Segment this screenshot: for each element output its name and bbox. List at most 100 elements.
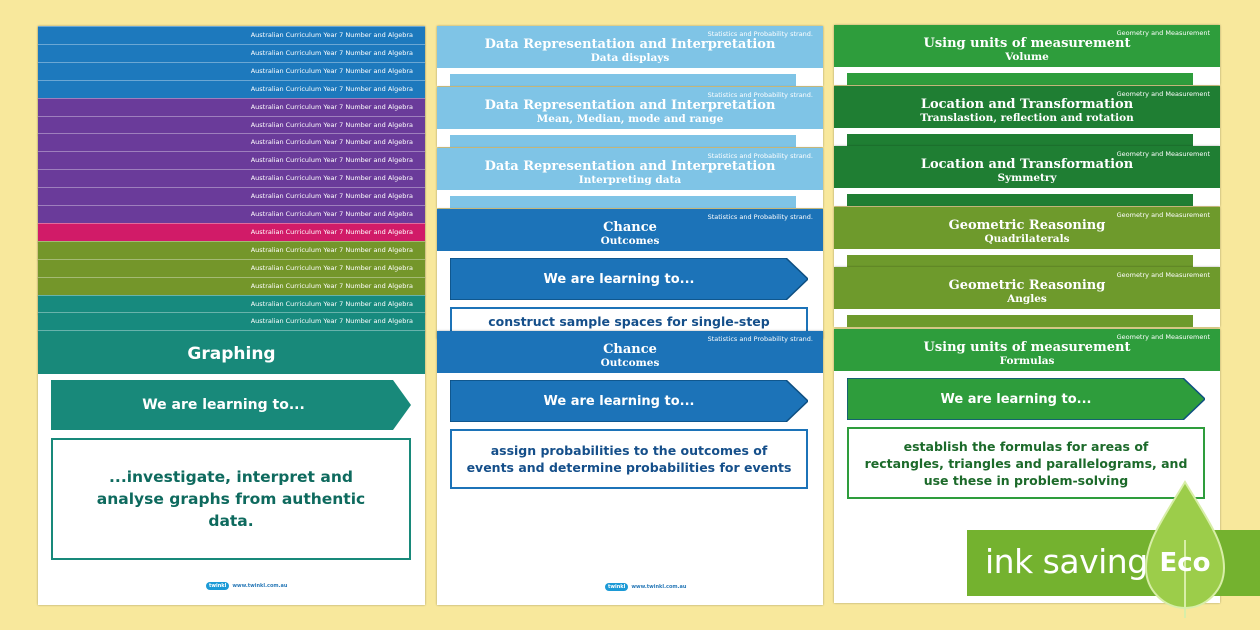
poster-card[interactable]: Statistics and Probability strand. Chance… (437, 331, 823, 605)
poster-strip[interactable]: Australian Curriculum Year 7 Number and … (38, 240, 425, 260)
arrow-peek (847, 134, 1193, 146)
curriculum-tag: Australian Curriculum Year 7 Number and … (250, 66, 413, 75)
learning-arrow-label: We are learning to... (543, 393, 695, 409)
objective-text: assign probabilities to the outcomes of … (450, 429, 808, 489)
learning-arrow (847, 378, 1205, 420)
poster-card[interactable]: Statistics and Probability strand. Chance… (437, 209, 823, 347)
curriculum-tag: Australian Curriculum Year 7 Number and … (250, 174, 413, 183)
eco-leaf-icon (1144, 480, 1226, 618)
curriculum-tag: Australian Curriculum Year 7 Number and … (250, 317, 413, 326)
card-title: Geometric Reasoning (948, 278, 1106, 293)
poster-strip[interactable]: Australian Curriculum Year 7 Number and … (38, 61, 425, 81)
card-subtitle: Angles (1007, 293, 1047, 305)
eco-label: Eco (1159, 548, 1211, 578)
strand-tag: Statistics and Probability strand. (707, 91, 813, 99)
graphing-poster[interactable]: Australian Curriculum Year 7 Number and … (38, 26, 425, 605)
card-subtitle: Outcomes (600, 235, 660, 247)
poster-strip[interactable]: Australian Curriculum Year 7 Number and … (38, 151, 425, 171)
strand-tag: Statistics and Probability strand. (707, 335, 813, 343)
curriculum-tag: Australian Curriculum Year 7 Number and … (250, 299, 413, 308)
graphing-title: Graphing (187, 344, 276, 364)
card-subtitle: Formulas (999, 355, 1055, 367)
strand-tag: Geometry and Measurement (1116, 333, 1210, 341)
objective-text: ...investigate, interpret and analyse gr… (51, 438, 411, 560)
poster-card[interactable]: Statistics and Probability strand.Data R… (437, 26, 823, 86)
poster-strip[interactable]: Australian Curriculum Year 7 Number and … (38, 26, 425, 45)
poster-strip[interactable]: Australian Curriculum Year 7 Number and … (38, 205, 425, 224)
card-subtitle: Mean, Median, mode and range (536, 113, 724, 125)
card-title: Using units of measurement (923, 340, 1131, 355)
card-subtitle: Outcomes (600, 357, 660, 369)
poster-strip[interactable]: Australian Curriculum Year 7 Number and … (38, 312, 425, 332)
curriculum-tag: Australian Curriculum Year 7 Number and … (250, 138, 413, 147)
curriculum-tag: Australian Curriculum Year 7 Number and … (250, 156, 413, 165)
arrow-peek (847, 255, 1193, 267)
strand-tag: Geometry and Measurement (1116, 90, 1210, 98)
card-title: Data Representation and Interpretation (484, 98, 776, 113)
poster-strip[interactable]: Australian Curriculum Year 7 Number and … (38, 276, 425, 296)
poster-strip[interactable]: Australian Curriculum Year 7 Number and … (38, 169, 425, 189)
poster-strip[interactable]: Australian Curriculum Year 7 Number and … (38, 222, 425, 242)
arrow-peek (847, 194, 1193, 206)
curriculum-tag: Australian Curriculum Year 7 Number and … (250, 263, 413, 272)
poster-strip[interactable]: Australian Curriculum Year 7 Number and … (38, 43, 425, 63)
card-subtitle: Quadrilaterals (984, 233, 1070, 245)
card-header: Statistics and Probability strand. Chance… (437, 331, 823, 373)
poster-strip[interactable]: Australian Curriculum Year 7 Number and … (38, 294, 425, 314)
arrow-peek (450, 74, 796, 86)
arrow-peek (847, 315, 1193, 327)
strand-tag: Statistics and Probability strand. (707, 30, 813, 38)
card-subtitle: Symmetry (997, 172, 1057, 184)
card-subtitle: Translastion, reflection and rotation (920, 112, 1134, 124)
poster-card[interactable]: Statistics and Probability strand.Data R… (437, 148, 823, 208)
poster-strip[interactable]: Australian Curriculum Year 7 Number and … (38, 115, 425, 135)
poster-strip[interactable]: Australian Curriculum Year 7 Number and … (38, 133, 425, 153)
card-subtitle: Interpreting data (578, 174, 682, 186)
ink-saving-text: ink saving (985, 542, 1148, 581)
learning-arrow (51, 380, 411, 430)
twinkl-logo-tagline: www.twinkl.com.au (631, 584, 687, 590)
strand-tag: Statistics and Probability strand. (707, 213, 813, 221)
card-header: Statistics and Probability strand.Data R… (437, 87, 823, 129)
learning-arrow-label: We are learning to... (543, 271, 695, 287)
card-title: Chance (603, 342, 657, 357)
curriculum-tag: Australian Curriculum Year 7 Number and … (250, 31, 413, 39)
card-title: Chance (603, 220, 657, 235)
arrow-peek (450, 196, 796, 208)
card-header: Statistics and Probability strand.Data R… (437, 148, 823, 190)
card-title: Using units of measurement (923, 36, 1131, 51)
card-title: Data Representation and Interpretation (484, 37, 776, 52)
learning-arrow (450, 380, 808, 422)
curriculum-tag: Australian Curriculum Year 7 Number and … (250, 84, 413, 93)
curriculum-tag: Australian Curriculum Year 7 Number and … (250, 210, 413, 218)
card-title: Location and Transformation (920, 97, 1134, 112)
curriculum-tag: Australian Curriculum Year 7 Number and … (250, 120, 413, 129)
card-header: Statistics and Probability strand.Data R… (437, 26, 823, 68)
poster-strip[interactable]: Australian Curriculum Year 7 Number and … (38, 79, 425, 99)
poster-strip[interactable]: Australian Curriculum Year 7 Number and … (38, 97, 425, 117)
learning-arrow (450, 258, 808, 300)
graphing-poster-stack: Australian Curriculum Year 7 Number and … (38, 26, 425, 605)
learning-arrow-label: We are learning to... (940, 391, 1092, 407)
card-subtitle: Volume (1005, 51, 1049, 63)
poster-strip[interactable]: Australian Curriculum Year 7 Number and … (38, 187, 425, 207)
curriculum-tag: Australian Curriculum Year 7 Number and … (250, 102, 413, 111)
strand-tag: Statistics and Probability strand. (707, 152, 813, 160)
curriculum-tag: Australian Curriculum Year 7 Number and … (250, 48, 413, 57)
poster-strip[interactable]: Australian Curriculum Year 7 Number and … (38, 258, 425, 278)
card-header: Statistics and Probability strand. Chance… (437, 209, 823, 251)
curriculum-tag: Australian Curriculum Year 7 Number and … (250, 281, 413, 290)
poster-card[interactable]: Statistics and Probability strand.Data R… (437, 87, 823, 147)
objective-text: establish the formulas for areas of rect… (847, 427, 1205, 499)
